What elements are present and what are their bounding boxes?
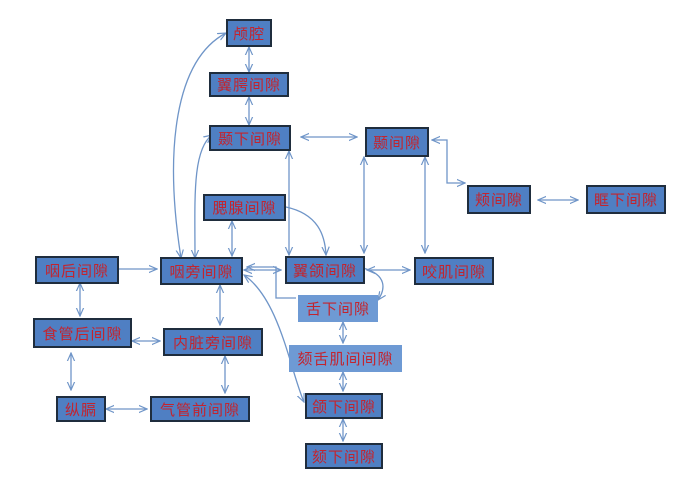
node-parotid-space: 腮腺间隙 [203,194,286,221]
node-pterygopalatine-space: 翼腭间隙 [209,72,289,97]
link-temporal-buccal [432,140,465,183]
node-retroesophageal-space: 食管后间隙 [33,318,132,348]
node-masseteric-space: 咬肌间隙 [414,257,494,285]
node-parapharyngeal-space: 咽旁间隙 [160,257,243,285]
link-pterygomandibular-sublingual [362,267,383,300]
link-parapharyngeal-infratemporal [195,135,212,258]
node-infratemporal-space: 颞下间隙 [209,125,291,151]
node-pretracheal-space: 气管前间隙 [150,396,250,422]
node-temporal-space: 颞间隙 [365,127,429,157]
link-parotid-pterygomandibular [285,206,326,255]
link-parapharyngeal-submandibular [244,275,304,402]
node-visceral-space: 内脏旁间隙 [163,328,263,356]
node-submandibular-space: 颌下间隙 [305,393,383,419]
node-genioglossus-space: 颏舌肌间间隙 [289,345,402,372]
node-retropharyngeal-space: 咽后间隙 [35,256,119,284]
node-buccal-space: 颊间隙 [467,185,531,214]
node-mediastinum: 纵膈 [56,396,106,422]
node-infraorbital-space: 眶下间隙 [586,185,666,214]
node-cranial-cavity: 颅腔 [226,19,272,47]
link-parapharyngeal-cranial [172,33,226,258]
node-submental-space: 颏下间隙 [305,443,383,469]
node-sublingual-space: 舌下间隙 [298,295,378,322]
node-pterygomandibular-space: 翼颌间隙 [285,256,365,284]
